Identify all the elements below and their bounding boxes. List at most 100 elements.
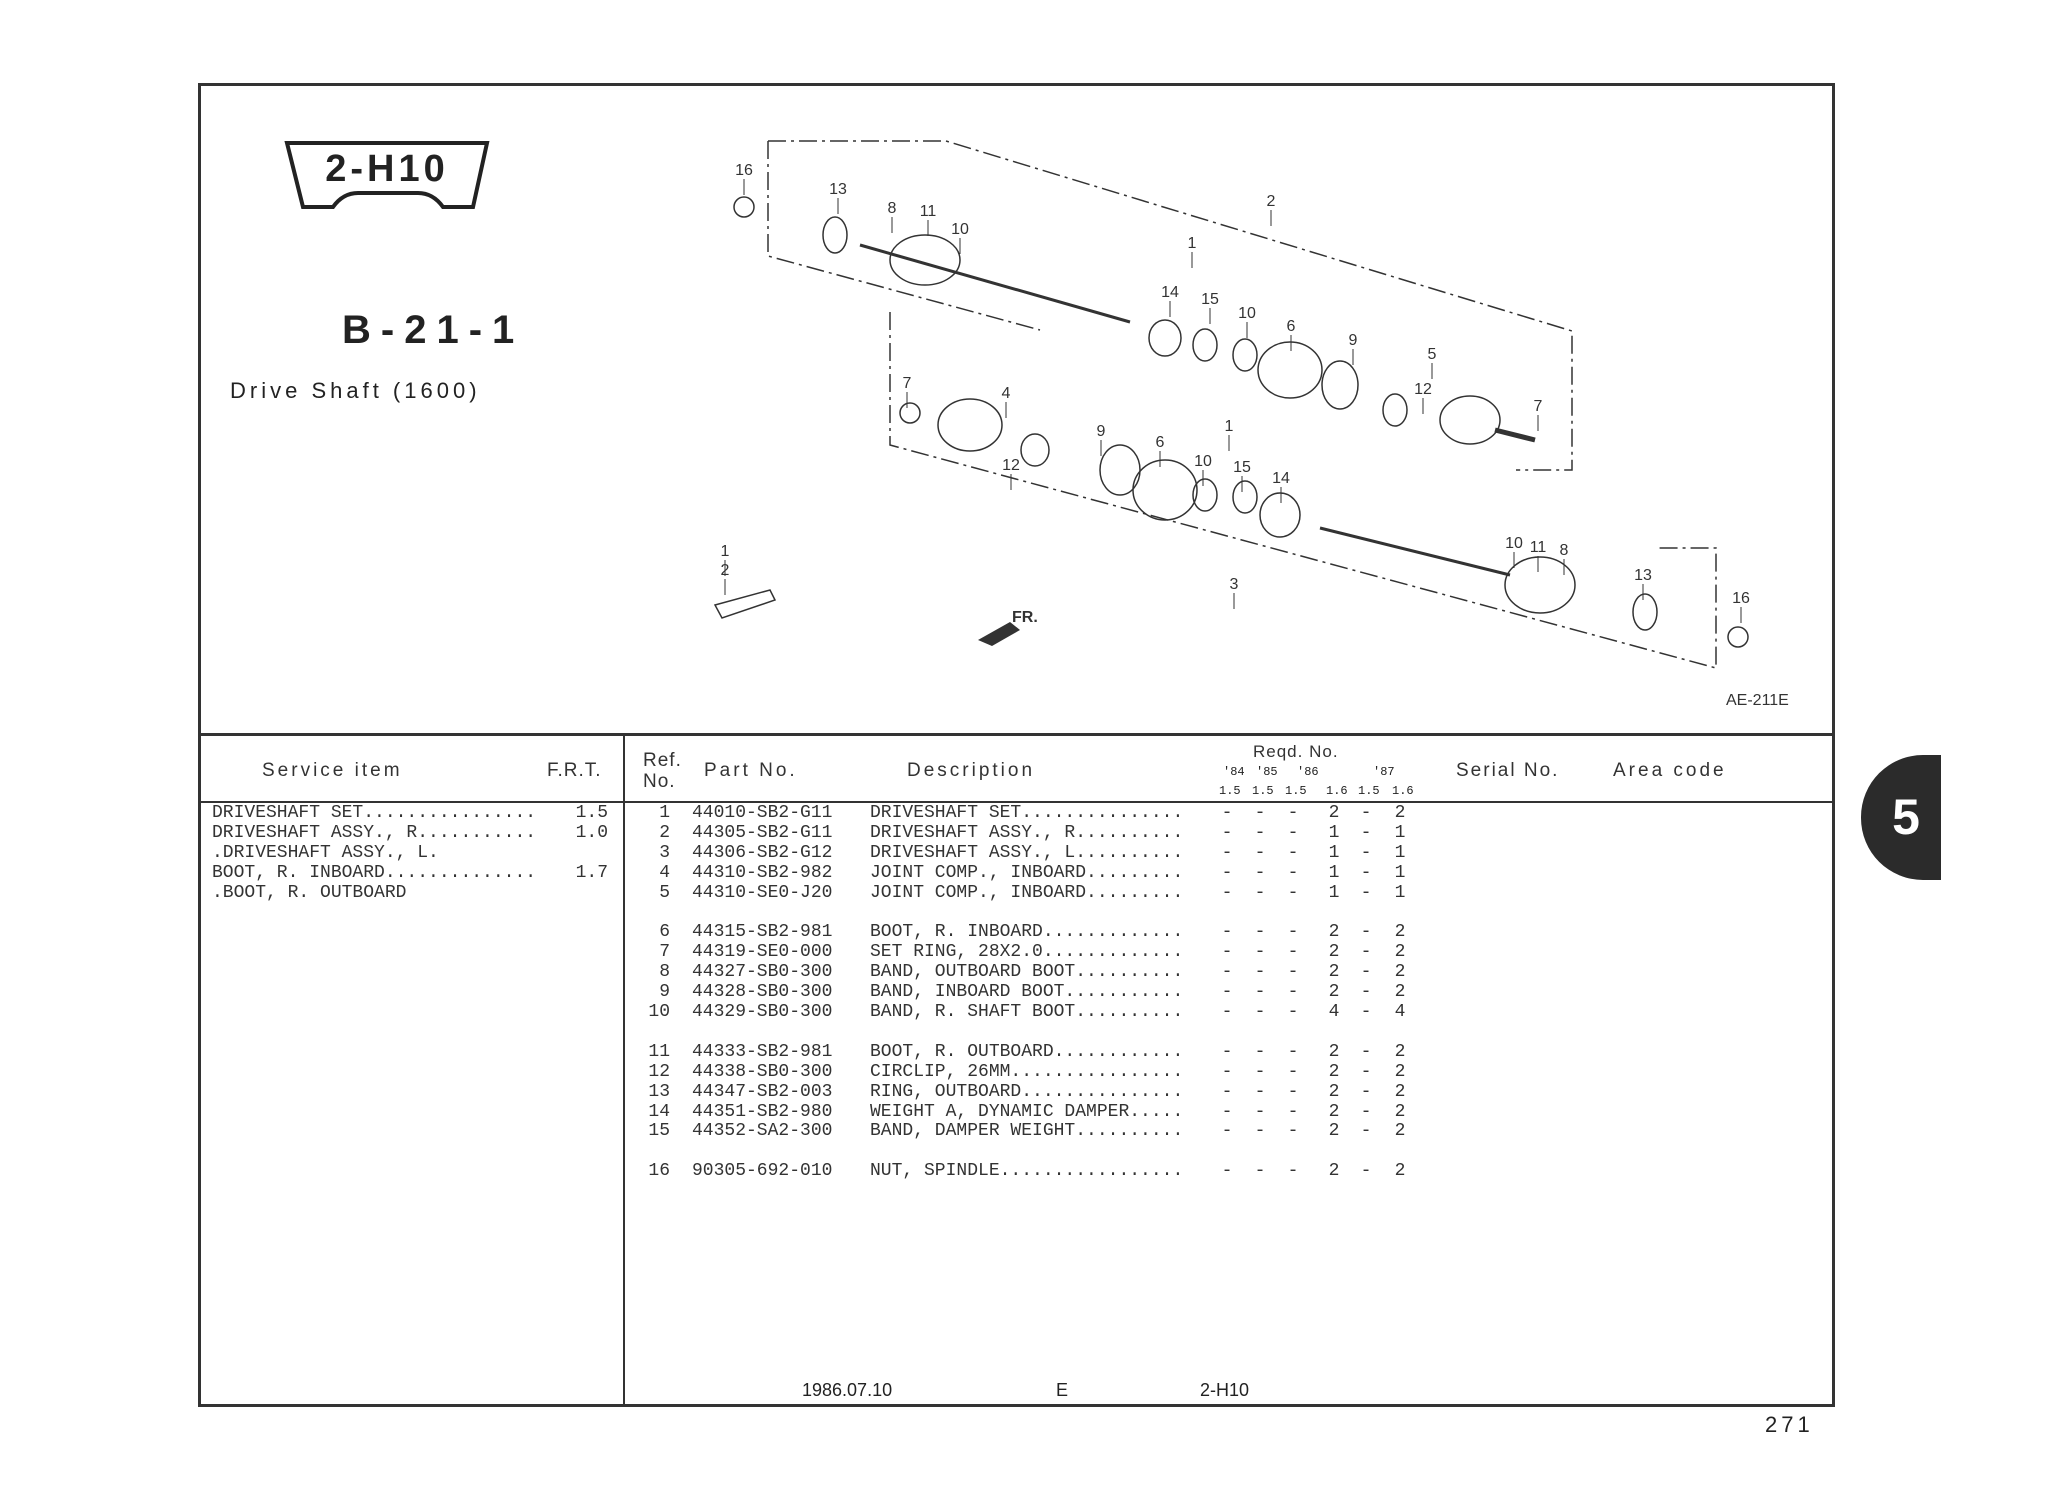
footer-code: E (1056, 1380, 1069, 1400)
col-frt: F.R.T. (547, 760, 602, 781)
col-description: Description (907, 760, 1036, 781)
qty: 2 (1328, 1161, 1340, 1182)
callout-label: 15 (1233, 459, 1251, 476)
service-item: .BOOT, R. OUTBOARD (212, 882, 407, 903)
qty: - (1287, 1161, 1299, 1182)
part-number: 44338-SB0-300 (692, 1061, 833, 1082)
part-number: 44329-SB0-300 (692, 1002, 833, 1022)
qty: - (1360, 1161, 1372, 1182)
callout-label: 16 (735, 162, 753, 179)
qty: - (1287, 803, 1299, 823)
qty: 2 (1328, 942, 1340, 963)
callout-label: 3 (1230, 576, 1239, 593)
qty: - (1221, 982, 1233, 1003)
part-description: JOINT COMP., INBOARD......... (870, 862, 1184, 883)
callout-label: 2 (1267, 193, 1276, 210)
ref-no: 14 (648, 1101, 670, 1122)
part-number: 44327-SB0-300 (692, 962, 833, 983)
callout-label: 4 (1002, 385, 1011, 402)
qty: - (1254, 1101, 1266, 1122)
engine-label: 1.5 (1219, 784, 1241, 798)
plate-code: 2-H10 (325, 148, 449, 190)
service-item-row: DRIVESHAFT SET................1.5 (212, 803, 612, 823)
qty: - (1221, 1081, 1233, 1102)
col-reqd-no: Reqd. No. (1253, 742, 1339, 761)
callout-label: 7 (903, 375, 912, 392)
part-number: 44351-SB2-980 (692, 1101, 833, 1122)
qty: 1 (1328, 822, 1340, 843)
qty: - (1254, 962, 1266, 983)
qty: - (1360, 1081, 1372, 1102)
callout-label: 1 (1225, 418, 1234, 435)
frt-value: 1.7 (575, 862, 608, 883)
service-item: DRIVESHAFT ASSY., R........... (212, 822, 537, 843)
ref-no: 12 (648, 1061, 670, 1082)
part-description: WEIGHT A, DYNAMIC DAMPER..... (870, 1101, 1184, 1122)
part-description: DRIVESHAFT ASSY., L.......... (870, 842, 1184, 863)
service-item: .DRIVESHAFT ASSY., L. (212, 842, 439, 863)
qty: 1 (1394, 862, 1406, 883)
year-label: '84 (1223, 765, 1245, 779)
callout-label: 9 (1349, 332, 1358, 349)
qty: - (1360, 1061, 1372, 1082)
qty: - (1221, 942, 1233, 963)
ref-no: 16 (648, 1161, 670, 1182)
qty: - (1287, 822, 1299, 843)
callout-label: 12 (1002, 457, 1020, 474)
service-item-row: BOOT, R. INBOARD..............1.7 (212, 863, 612, 883)
page-number: 271 (1765, 1412, 1814, 1437)
callout-label: 11 (1530, 539, 1547, 556)
qty: 1 (1328, 862, 1340, 883)
qty: 2 (1328, 982, 1340, 1003)
callout-label: 10 (1238, 305, 1256, 322)
part-number: 44310-SE0-J20 (692, 882, 833, 903)
qty: - (1360, 842, 1372, 863)
qty: 1 (1394, 822, 1406, 843)
callout-label: 13 (829, 181, 847, 198)
section-tab: 5 (1861, 755, 1941, 880)
qty: 2 (1394, 982, 1406, 1003)
ref-no: 1 (659, 803, 670, 823)
callout-label: 5 (1428, 346, 1437, 363)
callout-label: 10 (1505, 535, 1523, 552)
qty: - (1287, 1002, 1299, 1022)
ref-no: 3 (659, 842, 670, 863)
qty: - (1221, 1002, 1233, 1022)
part-description: NUT, SPINDLE................. (870, 1161, 1184, 1182)
qty: - (1254, 942, 1266, 963)
qty: 2 (1328, 922, 1340, 943)
part-description: BAND, R. SHAFT BOOT.......... (870, 1002, 1184, 1022)
ref-no: 9 (659, 982, 670, 1003)
qty: - (1254, 803, 1266, 823)
qty: - (1221, 822, 1233, 843)
qty: 1 (1394, 882, 1406, 903)
part-description: CIRCLIP, 26MM................ (870, 1061, 1184, 1082)
callout-label: 16 (1732, 590, 1750, 607)
callout-label: 12 (1414, 381, 1432, 398)
qty: 1 (1394, 842, 1406, 863)
qty: - (1360, 1121, 1372, 1142)
qty: 2 (1328, 1061, 1340, 1082)
table-row: 12 44338-SB0-300 CIRCLIP, 26MM............… (0, 1062, 1450, 1082)
qty: - (1254, 862, 1266, 883)
engine-label: 1.6 (1326, 784, 1348, 798)
col-ref-no: No. (643, 771, 676, 792)
ref-no: 6 (659, 922, 670, 943)
qty: - (1254, 822, 1266, 843)
qty: 2 (1394, 1101, 1406, 1122)
qty: 2 (1394, 1121, 1406, 1142)
part-description: SET RING, 28X2.0............. (870, 942, 1184, 963)
qty: - (1221, 1161, 1233, 1182)
part-number: 44010-SB2-G11 (692, 803, 833, 823)
qty: - (1287, 862, 1299, 883)
qty: - (1221, 1061, 1233, 1082)
qty: - (1254, 882, 1266, 903)
footer-date: 1986.07.10 (802, 1380, 893, 1400)
qty: 4 (1394, 1002, 1406, 1022)
qty: 2 (1328, 1041, 1340, 1062)
